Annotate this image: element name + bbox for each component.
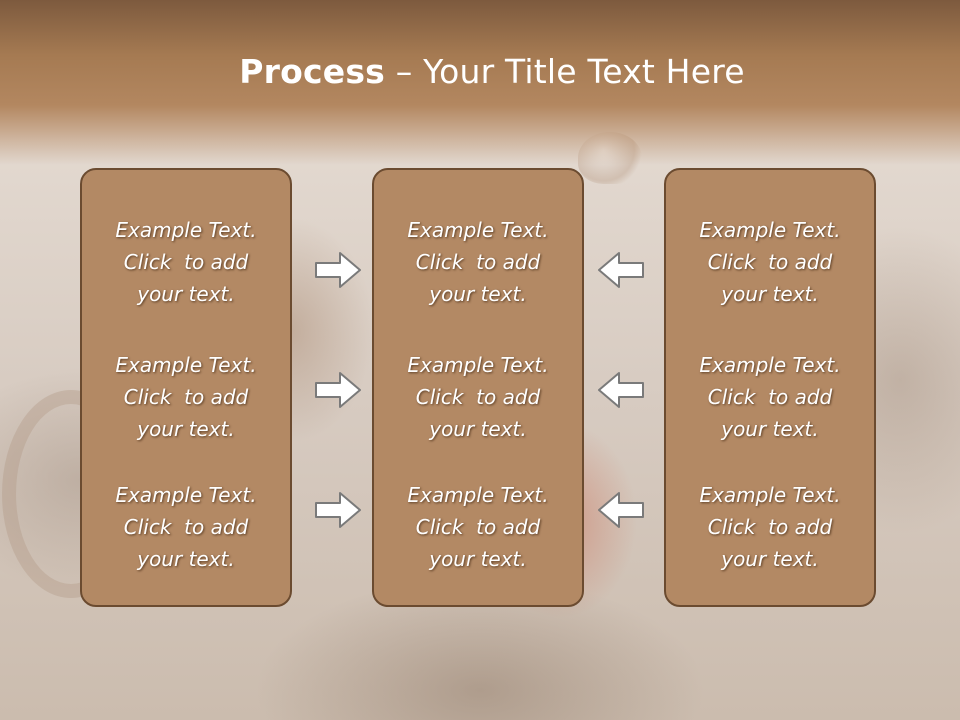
panel-left-text-1[interactable]: Example Text. Click to add your text. [82, 214, 290, 310]
right-arrow-icon [315, 372, 361, 408]
text-line: your text. [721, 417, 819, 441]
text-line: Click to add [123, 250, 249, 274]
text-line: your text. [429, 282, 527, 306]
text-line: your text. [721, 547, 819, 571]
text-line: Example Text. [699, 353, 841, 377]
text-line: Click to add [707, 250, 833, 274]
text-line: Click to add [415, 515, 541, 539]
text-line: Example Text. [407, 483, 549, 507]
text-line: Example Text. [407, 353, 549, 377]
left-arrow-icon [598, 492, 644, 528]
text-line: Click to add [707, 385, 833, 409]
text-line: your text. [429, 547, 527, 571]
right-arrow-icon [315, 492, 361, 528]
text-line: Example Text. [115, 218, 257, 242]
text-line: your text. [137, 547, 235, 571]
text-line: your text. [429, 417, 527, 441]
text-line: Click to add [707, 515, 833, 539]
panel-right-text-2[interactable]: Example Text. Click to add your text. [666, 349, 874, 445]
title-rest: – Your Title Text Here [385, 52, 745, 91]
title-band [0, 0, 960, 165]
text-line: your text. [137, 282, 235, 306]
right-arrow-icon [315, 252, 361, 288]
text-line: Example Text. [699, 218, 841, 242]
panel-middle-text-3[interactable]: Example Text. Click to add your text. [374, 479, 582, 575]
panel-right-text-3[interactable]: Example Text. Click to add your text. [666, 479, 874, 575]
panel-middle-text-1[interactable]: Example Text. Click to add your text. [374, 214, 582, 310]
text-line: your text. [721, 282, 819, 306]
panel-left[interactable]: Example Text. Click to add your text. Ex… [80, 168, 292, 607]
left-arrow-icon [598, 252, 644, 288]
text-line: Example Text. [407, 218, 549, 242]
text-line: Example Text. [699, 483, 841, 507]
text-line: Click to add [415, 250, 541, 274]
panel-middle[interactable]: Example Text. Click to add your text. Ex… [372, 168, 584, 607]
panel-right[interactable]: Example Text. Click to add your text. Ex… [664, 168, 876, 607]
text-line: Click to add [123, 515, 249, 539]
text-line: your text. [137, 417, 235, 441]
text-line: Click to add [123, 385, 249, 409]
text-line: Example Text. [115, 353, 257, 377]
panel-middle-text-2[interactable]: Example Text. Click to add your text. [374, 349, 582, 445]
text-line: Click to add [415, 385, 541, 409]
panel-left-text-2[interactable]: Example Text. Click to add your text. [82, 349, 290, 445]
panel-right-text-1[interactable]: Example Text. Click to add your text. [666, 214, 874, 310]
text-line: Example Text. [115, 483, 257, 507]
panel-left-text-3[interactable]: Example Text. Click to add your text. [82, 479, 290, 575]
slide-title[interactable]: Process – Your Title Text Here [0, 52, 960, 91]
left-arrow-icon [598, 372, 644, 408]
title-bold: Process [239, 52, 386, 91]
